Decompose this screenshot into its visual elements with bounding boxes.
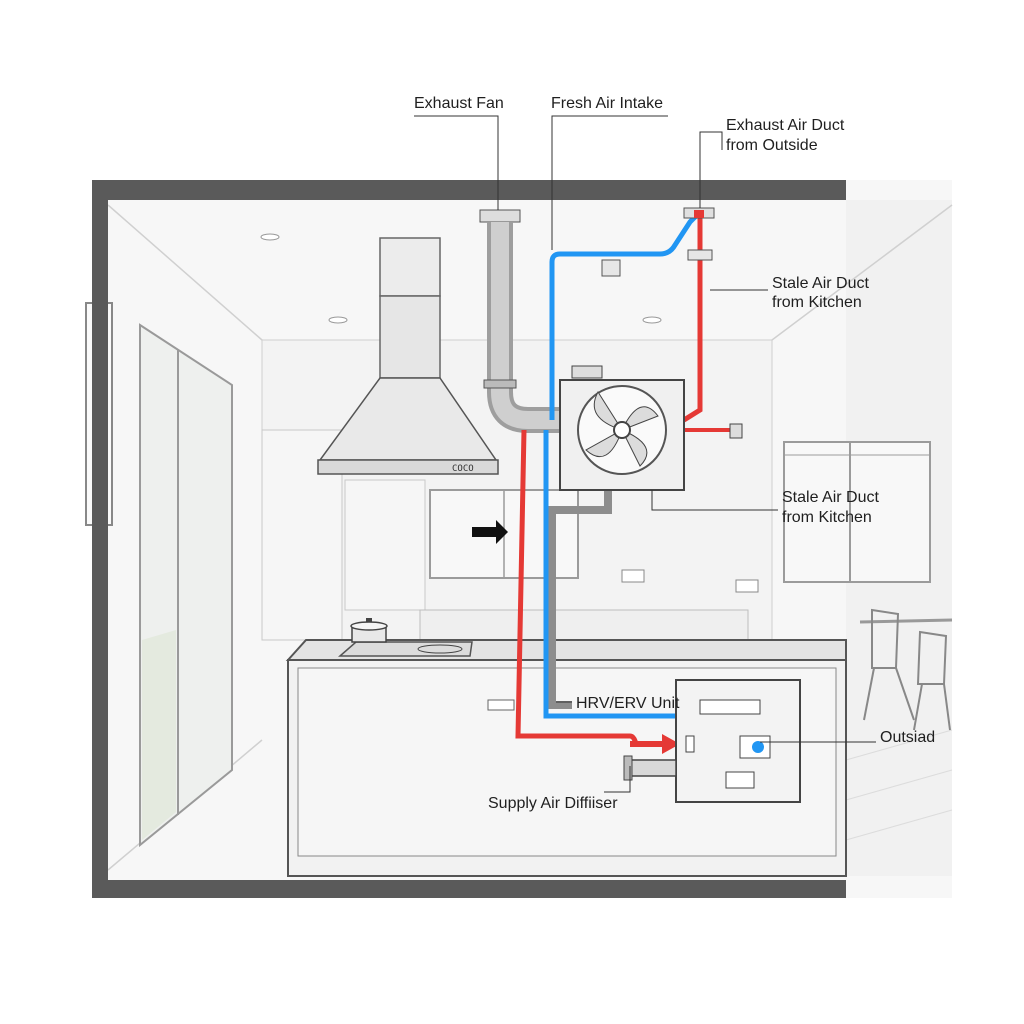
label-fresh-air-intake: Fresh Air Intake [551, 95, 663, 112]
flow-arrow-icon [472, 520, 508, 544]
hood-badge: COCO [452, 464, 474, 474]
label-stale-air-duct-mid-2: from Kitchen [782, 509, 872, 526]
ceiling-vent-fittings [601, 207, 715, 277]
stale-air-duct [682, 212, 703, 423]
supply-air-diffuser [623, 755, 677, 781]
label-stale-air-duct-mid-1: Stale Air Duct [782, 489, 879, 506]
supply-arrow [630, 734, 680, 754]
cooktop [338, 641, 473, 657]
label-stale-air-duct-top-2: from Kitchen [772, 294, 862, 311]
back-cabinets [261, 429, 759, 641]
wall-outlet [487, 699, 515, 711]
damper-valve [729, 423, 743, 439]
right-window [783, 441, 931, 583]
label-exhaust-air-duct-1: Exhaust Air Duct [726, 117, 845, 134]
label-supply-air-diffuser: Supply Air Diffiiser [488, 795, 618, 812]
range-hood [317, 237, 499, 475]
label-exhaust-air-duct-2: from Outside [726, 137, 818, 154]
ceiling-lights [260, 233, 662, 324]
label-stale-air-duct-top-1: Stale Air Duct [772, 275, 869, 292]
fresh-air-duct [549, 210, 702, 420]
fresh-air-duct-down [543, 430, 680, 719]
label-hrv-erv-unit: HRV/ERV Unit [576, 695, 680, 712]
exhaust-duct [479, 209, 560, 433]
grey-return-duct [548, 490, 612, 709]
fan-icon [585, 391, 659, 467]
dining-chairs [859, 608, 953, 731]
cooking-pot [350, 618, 388, 643]
label-exhaust-fan: Exhaust Fan [414, 95, 504, 112]
label-outsiad: Outsiad [880, 729, 935, 746]
leader-lines [414, 115, 876, 793]
sliding-glass-door [85, 302, 233, 848]
hrv-erv-unit [675, 679, 801, 803]
